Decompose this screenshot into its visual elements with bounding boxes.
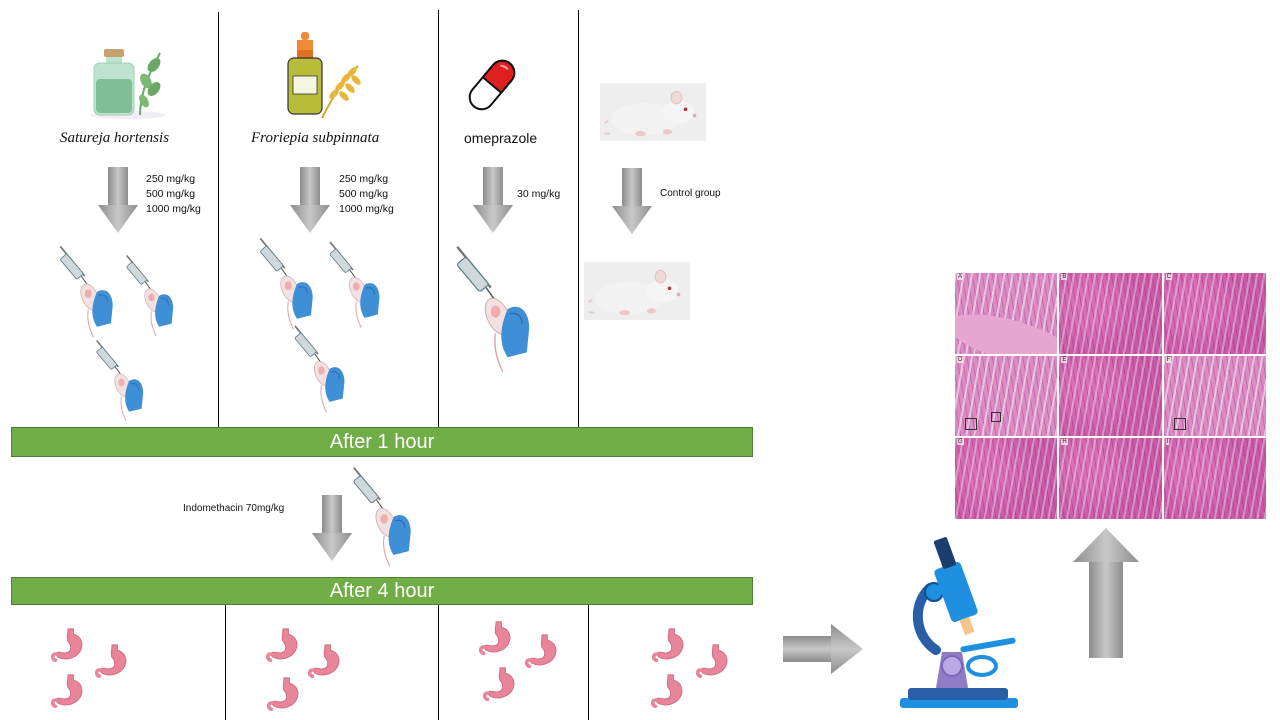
dropper-bottle-icon (287, 32, 361, 119)
stomach-icon (478, 620, 514, 656)
injection-icon (255, 235, 325, 331)
dose-list-froriepia: 250 mg/kg 500 mg/kg 1000 mg/kg (339, 172, 394, 217)
separator-5 (438, 605, 439, 720)
panel-letter: B (1061, 274, 1068, 280)
separator-3 (578, 10, 579, 427)
microscope-icon (900, 537, 1018, 708)
dose-list-satureja: 250 mg/kg 500 mg/kg 1000 mg/kg (146, 172, 201, 217)
arrow-down-icon (473, 167, 513, 233)
injection-icon (325, 238, 391, 330)
control-group-label: Control group (660, 188, 721, 199)
panel-letter: A (957, 274, 964, 280)
dose-item: 250 mg/kg (339, 173, 389, 185)
stomach-icon (94, 643, 130, 679)
stomach-icon (650, 673, 686, 709)
histology-panel: I (1163, 438, 1266, 519)
histology-panel: G (955, 438, 1058, 519)
mouse-photo-frame (600, 83, 706, 141)
indomethacin-label: Indomethacin 70mg/kg (183, 503, 285, 514)
histology-panel: D (955, 355, 1058, 437)
stomach-icon (50, 673, 86, 709)
stomach-icon (266, 676, 302, 712)
group-label-satureja: Satureja hortensis (60, 130, 170, 146)
injection-icon (290, 322, 356, 414)
mouse-icon (588, 264, 688, 318)
histology-panel: E (1059, 355, 1162, 437)
panel-letter: C (1165, 274, 1172, 280)
histology-grid: A B C D E F G H I (955, 273, 1266, 519)
dose-item: 1000 mg/kg (339, 203, 394, 215)
separator-4 (225, 605, 226, 720)
panel-letter: G (957, 439, 964, 446)
injection-icon (92, 335, 154, 425)
stage-bar-after-4-hour: After 4 hour (11, 577, 753, 605)
dose-omeprazole: 30 mg/kg (517, 188, 561, 200)
injection-icon (348, 462, 424, 570)
group-label-froriepia: Froriepia subpinnata (251, 130, 380, 146)
stomach-icon (524, 633, 560, 669)
histology-panel: B (1059, 273, 1162, 354)
histology-panel: F (1163, 355, 1266, 437)
histology-panel: H (1059, 438, 1162, 519)
separator-1 (218, 12, 219, 427)
stomach-icon (265, 627, 301, 663)
dose-item: 250 mg/kg (146, 173, 196, 185)
dose-item: 500 mg/kg (146, 188, 196, 200)
separator-2 (438, 10, 439, 427)
stage-bar-after-1-hour: After 1 hour (11, 427, 753, 457)
mouse-icon (604, 85, 704, 139)
histology-panel: A (955, 273, 1058, 354)
stomach-icon (307, 643, 343, 679)
arrow-down-icon (98, 167, 138, 233)
stomach-icon (651, 627, 687, 663)
injection-icon (55, 243, 125, 339)
arrow-right-icon (783, 624, 863, 674)
group-label-omeprazole: omeprazole (464, 130, 538, 146)
panel-letter: I (1165, 439, 1170, 446)
stomach-icon (482, 666, 518, 702)
arrow-down-icon (612, 168, 652, 234)
arrow-up-icon (1073, 528, 1139, 658)
panel-letter: E (1061, 356, 1068, 363)
panel-letter: D (957, 356, 964, 363)
stomach-icon (695, 643, 731, 679)
mouse-photo-frame (584, 262, 690, 320)
dose-item: 1000 mg/kg (146, 203, 201, 215)
histology-panel: C (1163, 273, 1266, 354)
panel-letter: F (1165, 356, 1172, 363)
dose-item: 500 mg/kg (339, 188, 389, 200)
bottle-icon (90, 49, 166, 119)
capsule-icon (468, 59, 516, 111)
stomach-icon (50, 627, 86, 663)
panel-letter: H (1061, 439, 1068, 446)
arrow-down-icon (290, 167, 330, 233)
arrow-down-icon (312, 495, 352, 561)
injection-icon (450, 237, 546, 379)
injection-icon (122, 250, 184, 340)
separator-6 (588, 605, 589, 720)
